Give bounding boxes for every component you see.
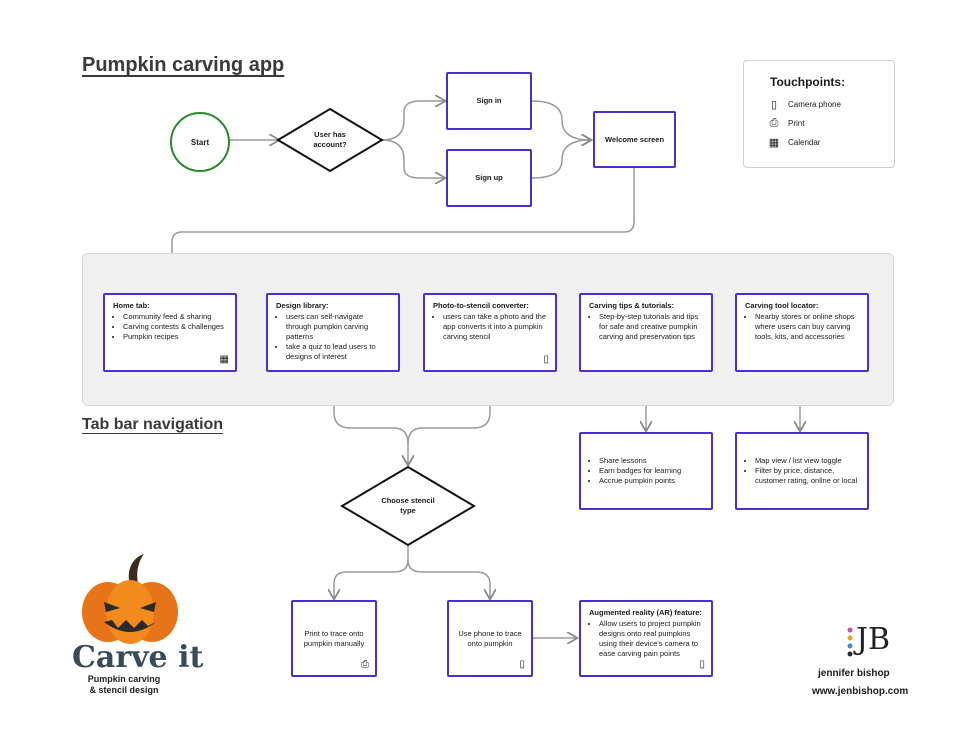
node-bullet: Pumpkin recipes — [123, 332, 227, 342]
brand-tagline: Pumpkin carving & stencil design — [82, 674, 166, 696]
touchpoint-calendar: ▦ Calendar — [768, 136, 821, 149]
node-bullet: Earn badges for learning — [599, 466, 703, 476]
tips-detail-node: Share lessons Earn badges for learning A… — [579, 432, 713, 510]
author-name: jennifer bishop — [818, 668, 890, 679]
node-heading: Design library: — [276, 301, 329, 310]
author-monogram: JB — [856, 622, 891, 657]
node-bullet: Filter by price, distance, customer rati… — [755, 466, 859, 486]
tagline-line: Pumpkin carving — [87, 674, 161, 684]
touchpoints-title: Touchpoints: — [770, 75, 846, 89]
author-url: www.jenbishop.com — [812, 686, 909, 697]
pumpkin-logo-icon — [82, 554, 178, 644]
node-text: Use phone to trace onto pumpkin — [458, 628, 522, 648]
carving-tips-node: Carving tips & tutorials: Step-by-step t… — [579, 293, 713, 372]
node-bullet: take a quiz to lead users to designs of … — [286, 342, 390, 362]
node-heading: Augmented reality (AR) feature: — [589, 608, 702, 617]
design-library-node: Design library: users can self-navigate … — [266, 293, 400, 372]
stencil-decision-shape — [340, 465, 476, 547]
node-bullet: users can self-navigate through pumpkin … — [286, 312, 390, 342]
print-option-node: Print to trace onto pumpkin manually ⎙ — [291, 600, 377, 677]
touchpoint-label: Camera phone — [788, 100, 841, 109]
node-bullet: Share lessons — [599, 456, 703, 466]
node-bullet: Accrue pumpkin points — [599, 476, 703, 486]
photo-to-stencil-node: Photo-to-stencil converter: users can ta… — [423, 293, 557, 372]
node-bullet: Map view / list view toggle — [755, 456, 859, 466]
printer-icon: ⎙ — [769, 117, 779, 129]
touchpoint-camera-phone: ▯ Camera phone — [768, 98, 841, 111]
stencil-decision-label: Choose stencil type — [381, 496, 435, 515]
home-tab-node: Home tab: Community feed & sharing Carvi… — [103, 293, 237, 372]
node-bullet: Step-by-step tutorials and tips for safe… — [599, 312, 703, 342]
sign-up-node: Sign up — [446, 149, 532, 207]
sign-in-node: Sign in — [446, 72, 532, 130]
node-heading: Photo-to-stencil converter: — [433, 301, 529, 310]
touchpoint-label: Print — [788, 119, 805, 128]
locator-detail-node: Map view / list view toggle Filter by pr… — [735, 432, 869, 510]
touchpoints-legend: Touchpoints: ▯ Camera phone ⎙ Print ▦ Ca… — [743, 60, 895, 168]
touchpoint-print: ⎙ Print — [768, 117, 805, 130]
phone-icon: ▯ — [519, 659, 525, 670]
phone-icon: ▯ — [543, 354, 549, 365]
phone-option-node: Use phone to trace onto pumpkin ▯ — [447, 600, 533, 677]
touchpoint-label: Calendar — [788, 138, 821, 147]
page-title: Pumpkin carving app — [82, 54, 285, 76]
account-decision-shape — [276, 107, 384, 173]
carving-tool-locator-node: Carving tool locator: Nearby stores or o… — [735, 293, 869, 372]
calendar-icon: ▦ — [219, 354, 229, 365]
node-bullet: Nearby stores or online shops where user… — [755, 312, 859, 342]
node-text: Print to trace onto pumpkin manually — [303, 628, 365, 648]
phone-icon: ▯ — [770, 99, 778, 111]
brand-name: Carve it — [72, 640, 204, 675]
node-bullet: users can take a photo and the app conve… — [443, 312, 547, 342]
welcome-screen-node: Welcome screen — [593, 111, 676, 168]
account-decision-label: User has account? — [313, 130, 347, 149]
phone-icon: ▯ — [699, 659, 705, 670]
node-bullet: Community feed & sharing — [123, 312, 227, 322]
node-heading: Home tab: — [113, 301, 150, 310]
node-bullet: Carving contests & challenges — [123, 322, 227, 332]
author-dots-icon — [847, 627, 853, 657]
calendar-icon: ▦ — [768, 137, 780, 149]
ar-feature-node: Augmented reality (AR) feature: Allow us… — [579, 600, 713, 677]
tagline-line: & stencil design — [89, 685, 159, 695]
tab-bar-navigation-label: Tab bar navigation — [82, 416, 224, 433]
printer-icon: ⎙ — [361, 659, 369, 670]
node-heading: Carving tips & tutorials: — [589, 301, 675, 310]
node-bullet: Allow users to project pumpkin designs o… — [599, 619, 703, 659]
start-node: Start — [170, 112, 230, 172]
node-heading: Carving tool locator: — [745, 301, 819, 310]
